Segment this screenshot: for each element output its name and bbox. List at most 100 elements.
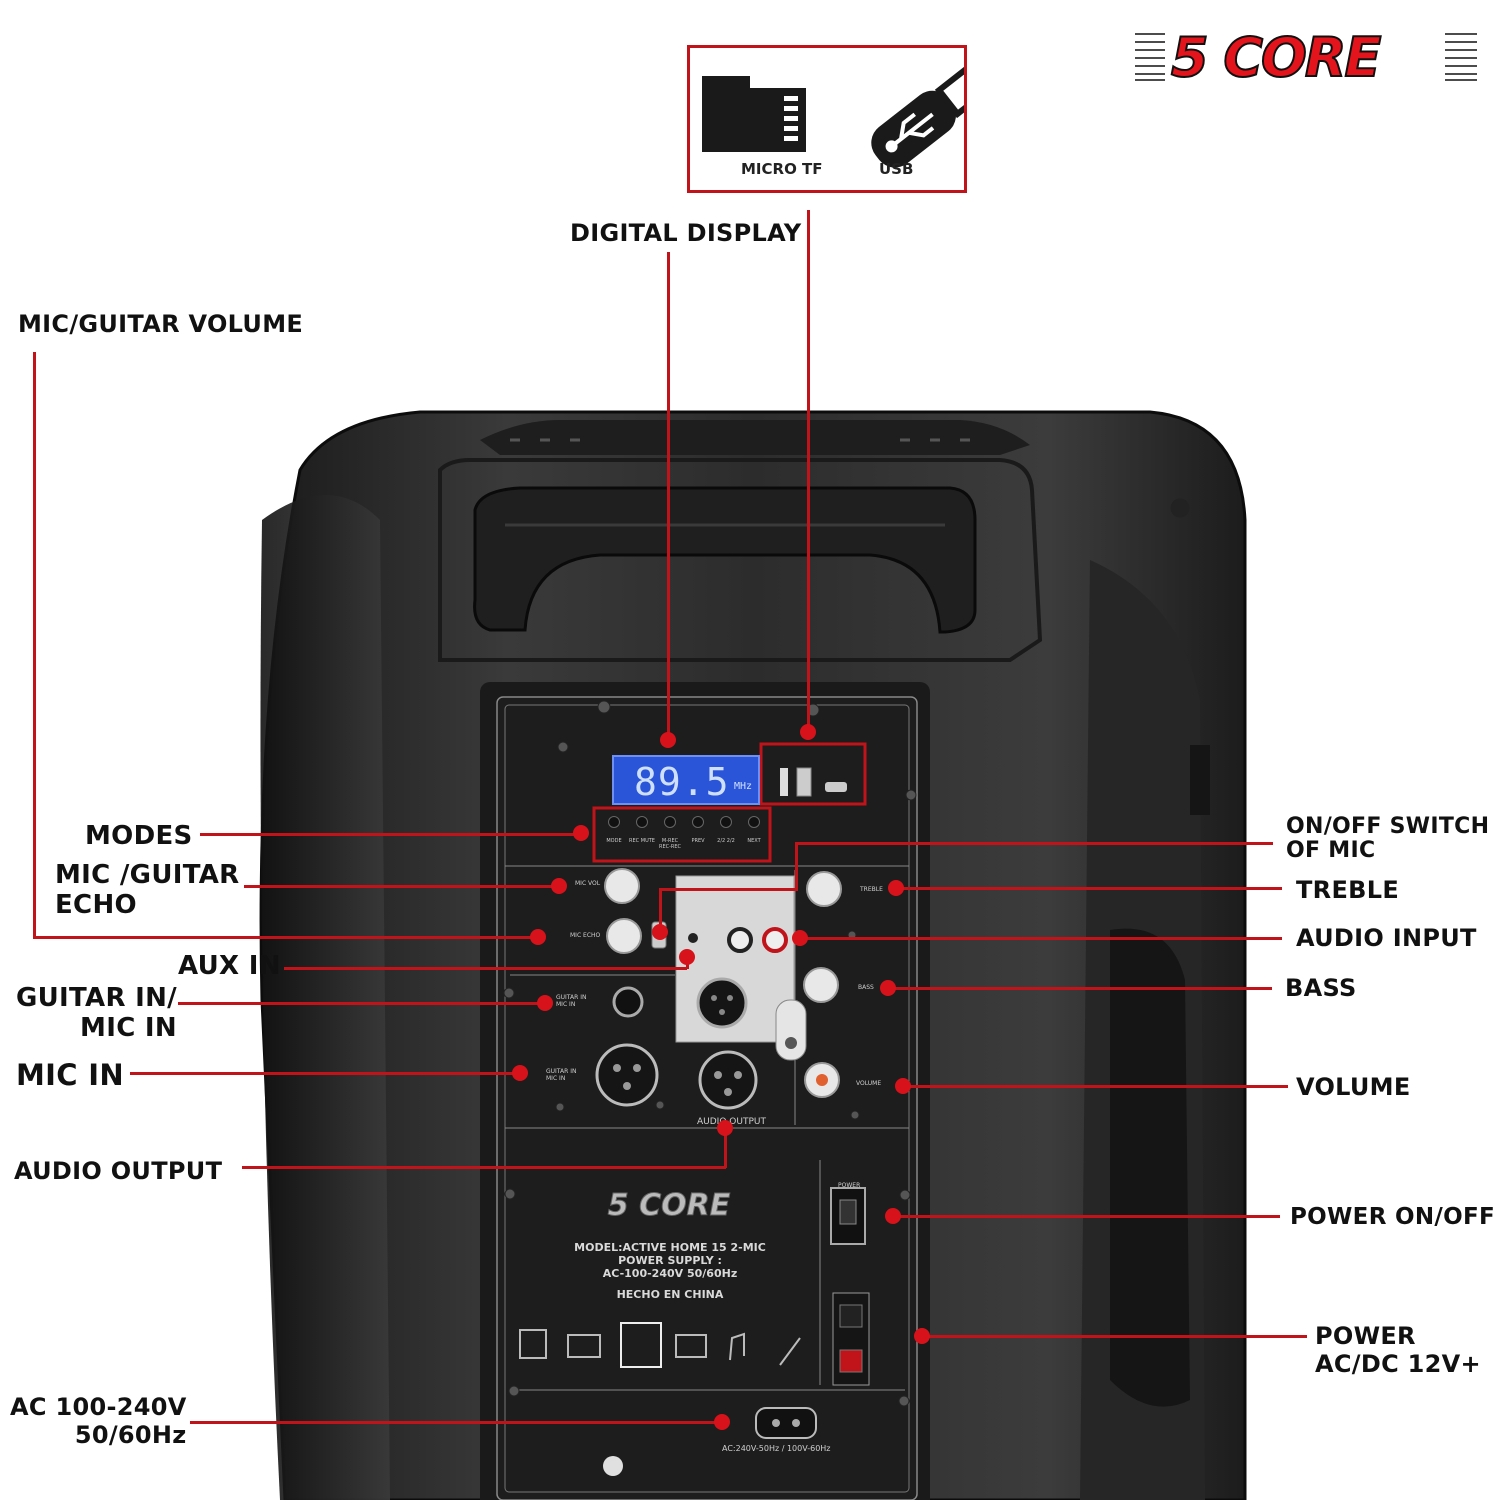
callout-line [903, 1085, 1288, 1088]
callout-dot [652, 924, 668, 940]
callout-line [888, 987, 1272, 990]
media-ports-callout: MICRO TF USB [687, 45, 967, 193]
play-pause-button[interactable]: 2/2 2/2 [714, 812, 737, 852]
callout-dot [660, 732, 676, 748]
callout-line [659, 888, 662, 932]
callout-line [190, 1421, 722, 1424]
callout-line [242, 1166, 726, 1169]
aux-in-label: AUX IN [178, 951, 281, 981]
ac-power-line-2: 50/60Hz [74, 1420, 187, 1449]
lcd-unit: MHz [733, 781, 752, 792]
audio-output-plate-label: AUDIO OUTPUT [697, 1117, 766, 1127]
mode-button-dot [608, 816, 620, 828]
callout-line [244, 885, 559, 888]
bass-label: BASS [1285, 974, 1357, 1002]
mode-button-label: NEXT [747, 838, 761, 844]
bass-plate-label: BASS [858, 984, 874, 991]
callout-line [800, 937, 1282, 940]
mode-button-label: REC MUTE [629, 838, 655, 844]
logo-text: 5 CORE [1170, 25, 1382, 90]
plate-supply: POWER SUPPLY : [618, 1254, 722, 1267]
callout-line [284, 967, 687, 970]
ac-power-line-1: AC 100-240V [10, 1393, 187, 1421]
ac-power-label: AC 100-240V 50/60Hz [10, 1393, 187, 1449]
plate-logo: 5 CORE [607, 1188, 731, 1224]
micro-sd-icon [702, 76, 806, 152]
power-dc-line-1: POWER [1315, 1322, 1416, 1350]
mode-buttons: MODE REC MUTE M-REC REC-REC PREV 2/2 2/2… [598, 812, 766, 858]
mode-button-label: PREV [691, 838, 705, 844]
lcd-frequency: 89.5 [634, 760, 730, 804]
mode-button-dot [720, 816, 732, 828]
plate-origin: HECHO EN CHINA [616, 1288, 724, 1301]
callout-dot [530, 929, 546, 945]
rec-button[interactable]: M-REC REC-REC [658, 812, 681, 852]
callout-line [795, 842, 798, 890]
brand-logo: 5 CORE [1135, 25, 1477, 90]
plate-model: MODEL:ACTIVE HOME 15 2-MIC [574, 1241, 766, 1254]
modes-label: MODES [85, 821, 193, 851]
mode-button[interactable]: MODE [602, 812, 625, 852]
audio-output-label: AUDIO OUTPUT [14, 1157, 223, 1185]
rec-mute-button[interactable]: REC MUTE [629, 812, 655, 852]
callout-dot [551, 878, 567, 894]
on-off-mic-label: ON/OFF SWITCH OF MIC [1286, 814, 1489, 864]
callout-line [893, 1215, 1280, 1218]
mode-button-dot [664, 816, 676, 828]
treble-label: TREBLE [1296, 876, 1400, 904]
callout-dot [537, 995, 553, 1011]
next-button[interactable]: NEXT [742, 812, 765, 852]
power-dc-line-2: AC/DC 12V+ [1315, 1349, 1481, 1378]
callout-line [795, 842, 1273, 845]
mic-vol-plate-label: MIC VOL [575, 880, 601, 887]
callout-line [660, 888, 798, 891]
callout-line [922, 1335, 1307, 1338]
plate-ac: AC-100-240V 50/60Hz [602, 1267, 738, 1280]
callout-line [178, 1002, 545, 1005]
callout-line [896, 887, 1282, 890]
volume-label: VOLUME [1296, 1073, 1411, 1101]
callout-line [667, 252, 670, 740]
mode-button-dot [748, 816, 760, 828]
callout-dot [679, 949, 695, 965]
callout-dot [800, 724, 816, 740]
mic-guitar-echo-label: MIC /GUITAR ECHO [55, 860, 240, 921]
callout-dot [885, 1208, 901, 1224]
mode-button-label: 2/2 2/2 [717, 838, 735, 844]
usb-label: USB [879, 160, 914, 178]
callout-dot [888, 880, 904, 896]
mic-guitar-volume-label: MIC/GUITAR VOLUME [18, 310, 304, 338]
callout-line [807, 210, 810, 732]
callout-dot [573, 825, 589, 841]
guitar-in-label: GUITAR IN/ MIC IN [16, 983, 177, 1044]
callout-line [724, 1128, 727, 1168]
mode-button-dot [692, 816, 704, 828]
mic-echo-plate-label: MIC ECHO [570, 932, 601, 939]
callout-dot [880, 980, 896, 996]
logo-stripes [1135, 30, 1477, 82]
callout-line [200, 833, 580, 836]
power-on-off-label: POWER ON/OFF [1290, 1204, 1495, 1230]
callout-dot [512, 1065, 528, 1081]
guitar-in-plate-label: GUITAR IN MIC IN [556, 994, 587, 1008]
mic-guitar-echo-line-1: MIC /GUITAR [55, 860, 240, 890]
callout-dot [895, 1078, 911, 1094]
callout-dot [714, 1414, 730, 1430]
usb-stick-icon [871, 66, 964, 168]
guitar-in-plate-label-2: GUITAR IN MIC IN [546, 1068, 577, 1082]
guitar-in-line-2: MIC IN [80, 1012, 177, 1043]
mode-button-label: M-REC REC-REC [658, 838, 682, 850]
callout-line [33, 936, 538, 939]
callout-dot [914, 1328, 930, 1344]
digital-display-label: DIGITAL DISPLAY [570, 219, 802, 247]
power-dc-label: POWER AC/DC 12V+ [1315, 1322, 1481, 1378]
micro-tf-label: MICRO TF [741, 160, 823, 178]
treble-plate-label: TREBLE [860, 886, 883, 893]
guitar-in-line-1: GUITAR IN/ [16, 983, 177, 1013]
audio-input-label: AUDIO INPUT [1296, 924, 1477, 952]
prev-button[interactable]: PREV [686, 812, 709, 852]
mode-button-dot [636, 816, 648, 828]
callout-line [130, 1072, 520, 1075]
mic-in-label: MIC IN [16, 1058, 124, 1092]
on-off-mic-line-2: OF MIC [1286, 838, 1376, 864]
